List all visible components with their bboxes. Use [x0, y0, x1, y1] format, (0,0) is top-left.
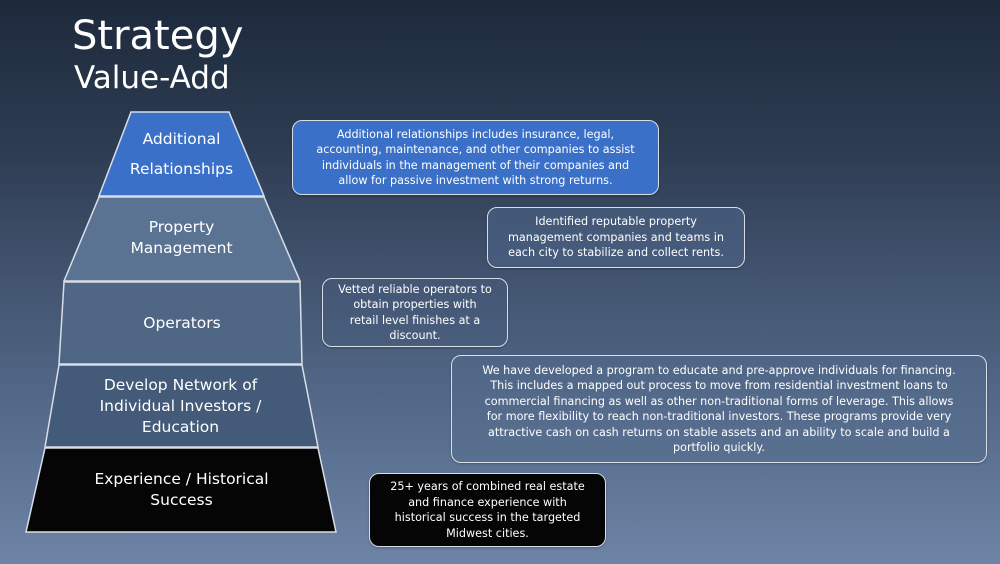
callout-develop-network: We have developed a program to educate a… — [451, 355, 987, 463]
callout-line: accounting, maintenance, and other compa… — [316, 143, 635, 156]
callout-experience: 25+ years of combined real estate and fi… — [369, 473, 606, 547]
tier-label-line: Education — [141, 417, 220, 436]
tier-label-operators: Operators — [64, 303, 300, 343]
callout-line: commercial financing as well as other no… — [484, 394, 954, 408]
tier-label-additional-relationships: Additional Relationships — [99, 122, 264, 186]
callout-line: We have developed a program to educate a… — [482, 363, 956, 377]
callout-line: obtain properties with — [353, 298, 477, 311]
tier-label-line: Individual Investors / — [99, 396, 262, 415]
pyramid-tier-5 — [25, 447, 337, 533]
callout-line: and finance experience with — [408, 495, 567, 509]
pyramid-tier-1 — [97, 111, 266, 197]
tier-label-line: Management — [130, 239, 233, 257]
callout-line: retail level finishes at a — [349, 313, 481, 327]
callout-line: individuals in the management of their c… — [321, 158, 630, 172]
pyramid-tier-3 — [58, 281, 303, 365]
tier-label-property-management: Property Management — [99, 208, 264, 268]
callout-line: allow for passive investment with strong… — [338, 174, 613, 187]
callout-line: attractive cash on cash returns on stabl… — [488, 425, 950, 439]
callout-line: for more flexibility to reach non-tradit… — [486, 410, 952, 423]
callout-line: each city to stabilize and collect rents… — [508, 246, 724, 260]
callout-property-management: Identified reputable property management… — [487, 207, 745, 268]
callout-line: Additional relationships includes insura… — [336, 127, 615, 141]
tier-label-experience: Experience / Historical Success — [45, 466, 318, 514]
callout-operators: Vetted reliable operators to obtain prop… — [322, 278, 508, 347]
slide-title: Strategy — [72, 13, 244, 59]
callout-line: Identified reputable property — [535, 215, 697, 229]
tier-label-line: Success — [150, 491, 213, 509]
tier-label-develop-network: Develop Network of Individual Investors … — [59, 372, 302, 440]
slide-subtitle: Value-Add — [74, 60, 230, 96]
tier-label-line: Additional — [142, 129, 221, 148]
callout-line: This includes a mapped out process to mo… — [490, 379, 948, 392]
tier-label-line: Operators — [143, 313, 221, 332]
callout-line: 25+ years of combined real estate — [390, 480, 585, 493]
tier-label-line: Develop Network of — [103, 375, 258, 394]
callout-line: Vetted reliable operators to — [338, 282, 492, 296]
tier-label-line: Experience / Historical — [94, 470, 269, 488]
tier-label-line: Relationships — [129, 159, 234, 178]
callout-additional-relationships: Additional relationships includes insura… — [292, 120, 659, 195]
callout-line: Midwest cities. — [446, 526, 529, 540]
callout-line: discount. — [389, 329, 441, 342]
pyramid-tier-2 — [62, 196, 302, 282]
callout-line: historical success in the targeted — [394, 511, 581, 524]
callout-line: portfolio quickly. — [673, 441, 765, 454]
callout-line: management companies and teams in — [507, 230, 725, 244]
tier-label-line: Property — [148, 218, 215, 236]
pyramid-tier-4 — [44, 364, 319, 448]
